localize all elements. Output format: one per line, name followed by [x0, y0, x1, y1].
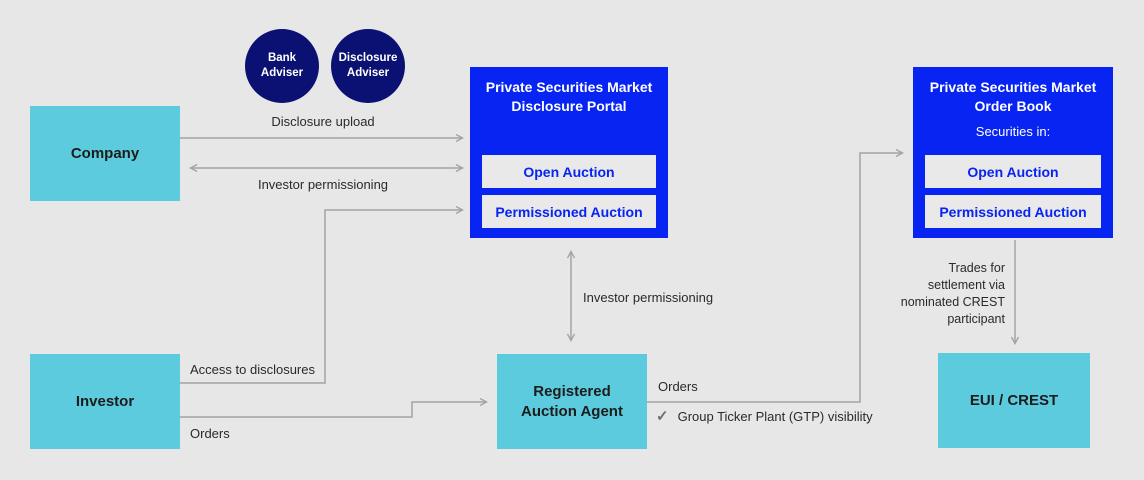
disclosure-adviser-label: Disclosure Adviser — [338, 52, 398, 79]
disclosure-portal-panel: Private Securities Market Disclosure Por… — [470, 67, 668, 238]
gtp-visibility-label: Group Ticker Plant (GTP) visibility — [677, 409, 873, 425]
orderbook-open-auction-label: Open Auction — [967, 163, 1059, 180]
investor-permissioning-portal-label: Investor permissioning — [583, 290, 714, 305]
company-label: Company — [70, 144, 140, 162]
registered-auction-agent-box: Registered Auction Agent — [497, 354, 647, 449]
investor-box: Investor — [30, 354, 180, 449]
order-book-title: Private Securities Market Order Book — [929, 79, 1097, 114]
agent-orders-label: Orders — [658, 379, 698, 394]
portal-permissioned-auction-label: Permissioned Auction — [495, 203, 643, 220]
disclosure-portal-title: Private Securities Market Disclosure Por… — [485, 79, 653, 114]
checkmark-icon: ✓ — [656, 408, 669, 425]
arrow-agent-orders — [647, 153, 902, 403]
arrow-investor-orders — [180, 402, 486, 418]
portal-open-auction-label: Open Auction — [523, 163, 615, 180]
disclosure-upload-label: Disclosure upload — [271, 114, 375, 129]
access-to-disclosures-label: Access to disclosures — [190, 362, 315, 377]
eui-crest-label: EUI / CREST — [969, 391, 1059, 409]
bank-adviser-circle: Bank Adviser — [245, 29, 319, 103]
order-book-subtitle: Securities in: — [975, 124, 1051, 139]
bank-adviser-label: Bank Adviser — [260, 52, 304, 79]
trades-settlement-label: Trades for settlement via nominated CRES… — [900, 261, 1005, 326]
registered-auction-agent-label: Registered Auction Agent — [521, 383, 623, 420]
orderbook-permissioned-auction-box: Permissioned Auction — [925, 195, 1101, 228]
investor-label: Investor — [75, 392, 135, 410]
gtp-visibility-row: ✓ Group Ticker Plant (GTP) visibility — [656, 408, 873, 427]
disclosure-adviser-circle: Disclosure Adviser — [331, 29, 405, 103]
investor-orders-label: Orders — [190, 426, 230, 441]
arrow-access-to-disclosures — [180, 210, 462, 384]
orderbook-open-auction-box: Open Auction — [925, 155, 1101, 188]
portal-open-auction-box: Open Auction — [482, 155, 656, 188]
orderbook-permissioned-auction-label: Permissioned Auction — [939, 203, 1087, 220]
investor-permissioning-company-label: Investor permissioning — [257, 177, 389, 192]
eui-crest-box: EUI / CREST — [938, 353, 1090, 448]
order-book-panel: Private Securities Market Order Book Sec… — [913, 67, 1113, 238]
company-box: Company — [30, 106, 180, 201]
portal-permissioned-auction-box: Permissioned Auction — [482, 195, 656, 228]
